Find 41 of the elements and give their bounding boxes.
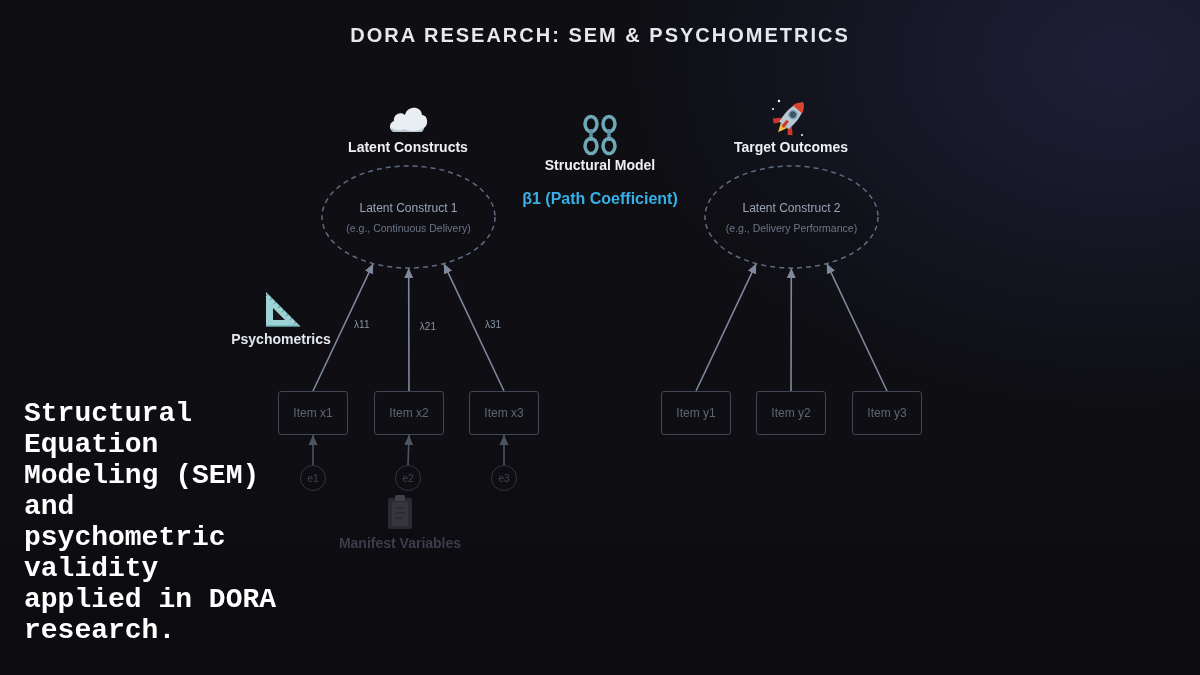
indicator-box [852,391,922,435]
indicator-box [661,391,731,435]
indicator-box [278,391,348,435]
error-term-label: e3 [498,472,510,484]
construct-name: Latent Construct 2 [742,200,841,215]
arrow [404,434,414,466]
indicator-box [756,391,826,435]
edge-label: λ11 [354,319,370,331]
group-heading: Latent Constructs [348,139,468,155]
construct-example: (e.g., Continuous Delivery) [346,221,471,234]
indicator-box [469,391,539,435]
group-heading: Target Outcomes [733,139,849,155]
latent-construct-ellipse [321,165,496,269]
construct-name: Latent Construct 1 [359,200,458,215]
arrow [308,434,318,466]
indicator-label: Item y1 [676,406,716,420]
indicator-label: Item x3 [484,406,524,420]
indicator-label: Item x2 [389,406,429,420]
edge-label: λ31 [484,319,502,331]
title: DORA RESEARCH: SEM & PSYCHOMETRICS [350,24,850,47]
group-heading: Psychometrics [231,331,331,347]
arrow [786,267,796,392]
arrow [312,262,374,392]
latent-construct-ellipse [704,165,879,269]
group-heading: Structural Model [544,157,656,173]
arrow [826,262,888,392]
edge-label: λ21 [419,321,436,333]
arrow [499,434,509,466]
construct-example: (e.g., Delivery Performance) [725,221,858,234]
indicator-label: Item y3 [867,406,907,420]
error-term-label: e1 [307,472,319,484]
indicator-label: Item x1 [293,406,333,420]
headline: Structural Equation Modeling (SEM) and psychometric validity applied in DORA research. [24,398,277,646]
arrow [695,262,757,392]
arrow [443,262,505,392]
arrow [404,267,414,392]
indicator-label: Item y2 [771,406,811,420]
indicator-box [374,391,444,435]
error-term-label: e2 [402,472,414,484]
group-heading: Manifest Variables [338,535,462,551]
path-coefficient-label: β1 (Path Coefficient) [522,190,678,208]
